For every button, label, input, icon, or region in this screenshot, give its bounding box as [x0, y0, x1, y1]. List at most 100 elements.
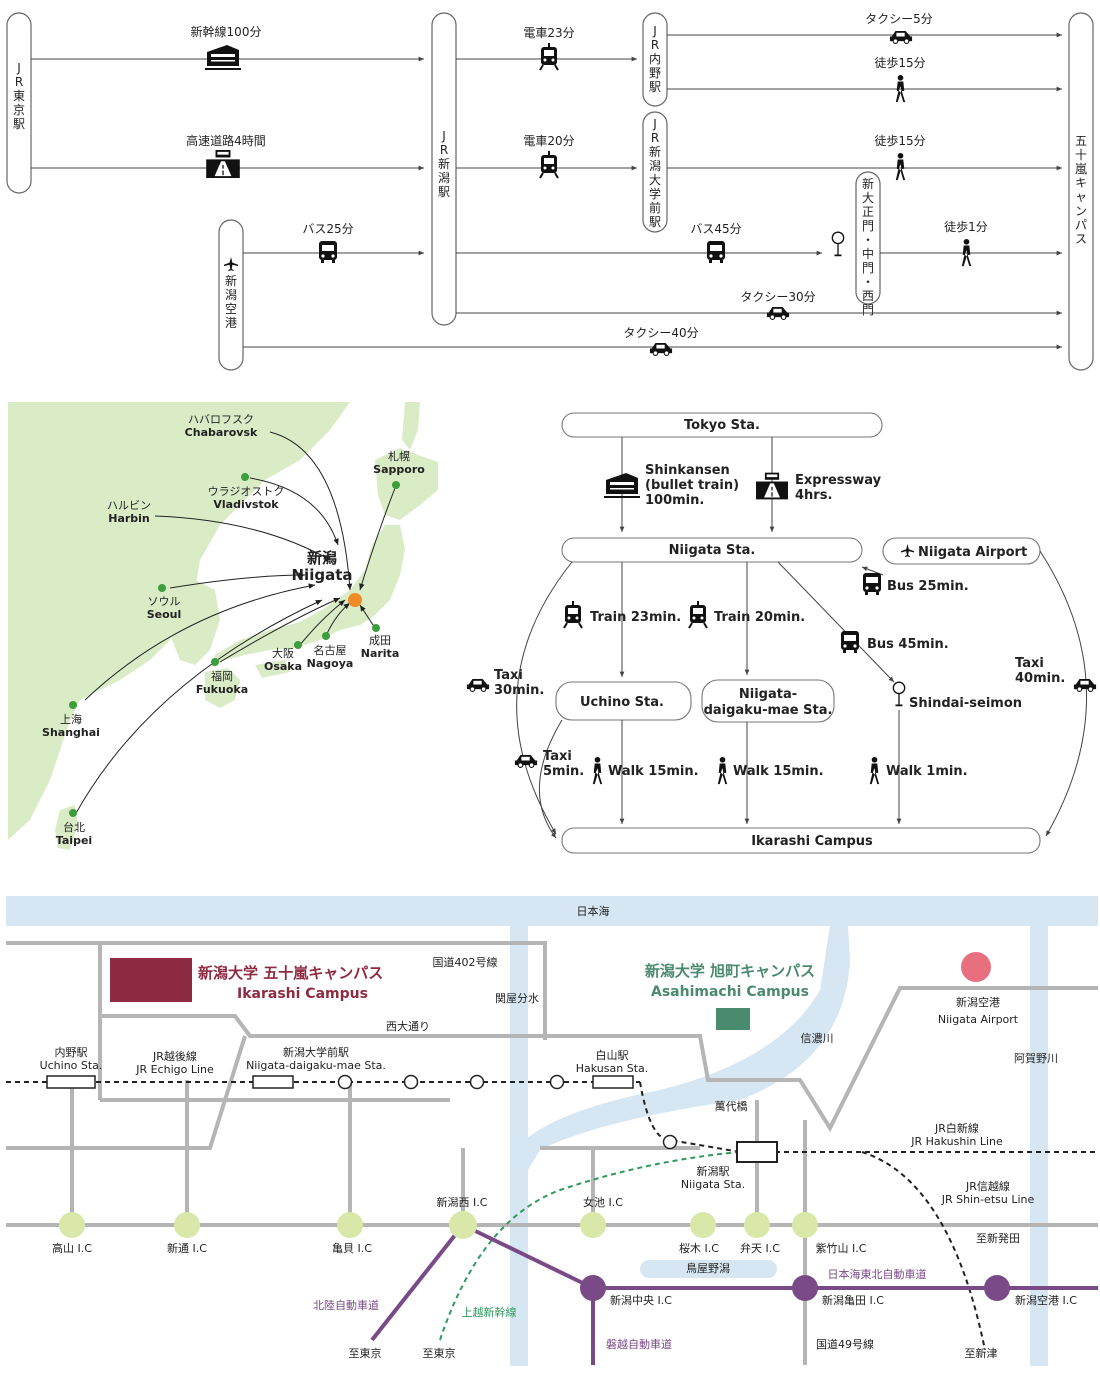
rail-lines	[6, 1081, 1098, 1351]
korean-peninsula	[165, 580, 220, 665]
label-ikarashi-en: Ikarashi Campus	[237, 986, 368, 1002]
label-expressway-ja: 高速道路4時間	[186, 133, 266, 148]
label-ikarashi-ja: 新潟大学 五十嵐キャンパス	[198, 964, 383, 982]
pill-jr-niigata	[431, 12, 457, 326]
svg-text:上海: 上海	[60, 712, 82, 726]
label-walk15b-en: Walk 15min.	[733, 764, 824, 779]
label-tokyo-en: Tokyo Sta.	[684, 418, 760, 433]
label-bus25-en: Bus 25min.	[887, 579, 969, 594]
walk-icon	[895, 152, 906, 181]
expressway-icon	[756, 472, 788, 500]
label-shindai-gates: 新大正門・中門・西門	[862, 176, 874, 317]
svg-text:ハバロフスク: ハバロフスク	[188, 413, 254, 426]
svg-text:ウラジオストク: ウラジオストク	[208, 485, 285, 498]
label-niigata-en: Niigata Sta.	[669, 543, 756, 558]
niigata-label-ja: 新潟	[307, 549, 337, 567]
label-asahimachi-en: Asahimachi Campus	[651, 984, 809, 1000]
svg-text:新潟空港 I.C: 新潟空港 I.C	[1015, 1293, 1077, 1307]
bus-icon	[707, 241, 725, 263]
label-taxi-uchino-ja: タクシー5分	[865, 12, 933, 26]
label-daigakumae-en-1: Niigata-	[739, 687, 797, 702]
svg-text:国道402号線: 国道402号線	[433, 955, 498, 969]
svg-text:Vladivstok: Vladivstok	[213, 498, 279, 511]
pill-shindai-gates	[855, 171, 881, 305]
svg-text:大阪: 大阪	[272, 646, 294, 660]
svg-text:阿賀野川: 阿賀野川	[1014, 1052, 1058, 1065]
svg-text:白山駅: 白山駅	[596, 1048, 629, 1062]
station-markers	[46, 1074, 778, 1163]
label-airport-en: Niigata Airport	[918, 545, 1027, 560]
train-icon	[563, 601, 583, 629]
svg-text:桜木 I.C: 桜木 I.C	[679, 1241, 719, 1255]
svg-text:新通 I.C: 新通 I.C	[167, 1241, 207, 1255]
taxi-icon	[1073, 678, 1097, 692]
label-uchino-en: Uchino Sta.	[580, 695, 664, 710]
svg-text:Hakusan Sta.: Hakusan Sta.	[576, 1062, 649, 1075]
label-shindai-en: Shindai-seimon	[909, 696, 1022, 711]
pill-ikarashi-campus	[1068, 12, 1094, 371]
train-icon	[688, 601, 708, 629]
svg-text:至新津: 至新津	[965, 1346, 998, 1360]
label-taxi5-en-2: 5min.	[543, 764, 584, 779]
ikarashi-campus-marker	[110, 958, 192, 1002]
svg-text:新潟駅: 新潟駅	[697, 1164, 730, 1178]
svg-text:ソウル: ソウル	[148, 595, 181, 608]
label-taxi-airport-ja: タクシー40分	[623, 326, 698, 340]
label-train23-en: Train 23min.	[590, 610, 681, 625]
label-niigata-airport: 新潟空港	[225, 273, 237, 330]
label-shinkansen-ja: 新幹線100分	[191, 24, 262, 39]
expressways	[370, 1223, 1098, 1365]
walk-icon	[592, 756, 603, 785]
pill-jr-uchino	[642, 12, 668, 107]
svg-text:台北: 台北	[63, 820, 85, 834]
shinkansen-icon	[604, 472, 640, 498]
interchange-markers	[59, 1211, 818, 1239]
svg-text:JR Shin-etsu Line: JR Shin-etsu Line	[941, 1193, 1035, 1206]
bus-stop-icon	[892, 681, 906, 707]
svg-text:Seoul: Seoul	[147, 608, 182, 621]
walk-icon	[869, 756, 880, 785]
svg-text:ハルビン: ハルビン	[107, 499, 151, 512]
label-ikarashi-campus: 五十嵐キャンパス	[1075, 134, 1087, 246]
svg-text:女池 I.C: 女池 I.C	[583, 1195, 623, 1209]
svg-text:至新発田: 至新発田	[976, 1231, 1020, 1245]
svg-text:鳥屋野潟: 鳥屋野潟	[686, 1261, 730, 1275]
label-taxi40-en-2: 40min.	[1015, 671, 1065, 686]
svg-text:弁天 I.C: 弁天 I.C	[740, 1241, 780, 1255]
svg-text:信濃川: 信濃川	[801, 1031, 834, 1045]
svg-text:国道49号線: 国道49号線	[816, 1337, 874, 1351]
label-taxi5-en-1: Taxi	[543, 749, 572, 764]
pill-jr-daigakumae	[642, 111, 668, 233]
svg-text:新潟西 I.C: 新潟西 I.C	[437, 1195, 488, 1209]
svg-text:新潟中央 I.C: 新潟中央 I.C	[610, 1293, 672, 1307]
label-train-daigakumae-ja: 電車20分	[523, 134, 574, 148]
label-walk15a-en: Walk 15min.	[608, 764, 699, 779]
svg-text:紫竹山 I.C: 紫竹山 I.C	[816, 1241, 867, 1255]
svg-text:Sapporo: Sapporo	[373, 463, 425, 476]
asahimachi-campus-marker	[716, 1008, 750, 1030]
label-walk-gate-ja: 徒歩1分	[944, 219, 988, 234]
label-walk1-en: Walk 1min.	[886, 764, 968, 779]
label-walk-uchino-ja: 徒歩15分	[874, 55, 925, 70]
label-taxi40-en-1: Taxi	[1015, 656, 1044, 671]
train-icon	[539, 43, 559, 71]
svg-text:Taipei: Taipei	[56, 834, 92, 847]
svg-text:Narita: Narita	[361, 647, 400, 660]
svg-text:上越新幹線: 上越新幹線	[462, 1305, 517, 1319]
pill-niigata-airport	[218, 219, 244, 371]
label-shinkansen-en-2: (bullet train)	[645, 478, 739, 493]
walk-icon	[717, 756, 728, 785]
svg-text:関屋分水: 関屋分水	[495, 992, 539, 1005]
svg-text:新潟亀田 I.C: 新潟亀田 I.C	[822, 1293, 884, 1307]
label-campus-en: Ikarashi Campus	[751, 834, 873, 849]
svg-text:Uchino Sta.: Uchino Sta.	[40, 1059, 103, 1072]
shinkansen-icon	[205, 44, 241, 70]
label-taxi30-en-2: 30min.	[494, 683, 544, 698]
svg-text:名古屋: 名古屋	[314, 643, 347, 657]
